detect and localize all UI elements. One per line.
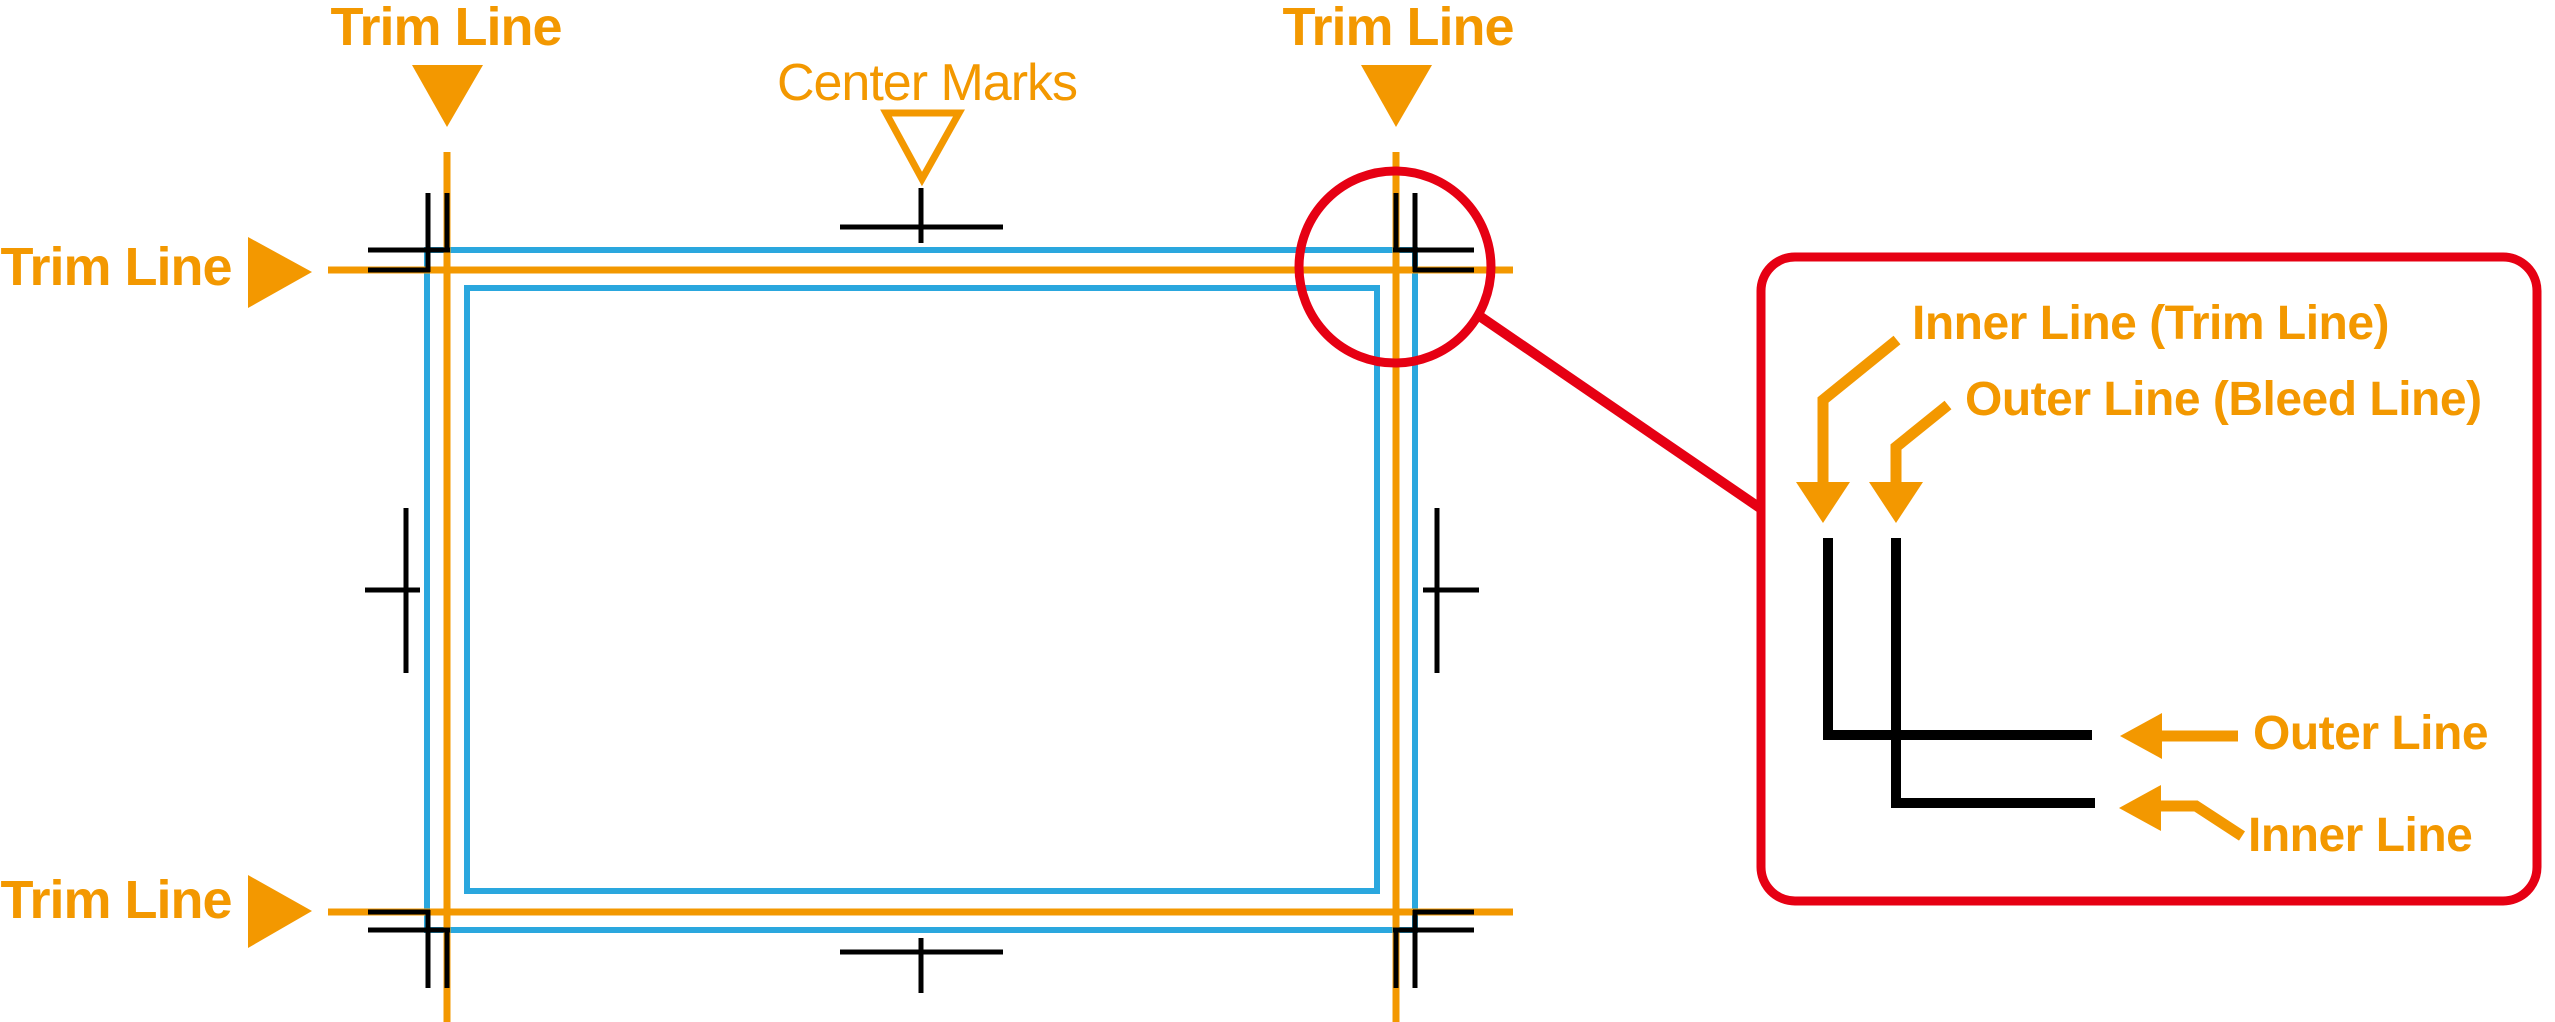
center-mark-right <box>1423 508 1479 673</box>
trim-arrow-right-bottom-left-icon <box>248 875 312 948</box>
callout-inner-line-trim-label: Inner Line (Trim Line) <box>1912 297 2390 350</box>
inner-line-arrow-head-icon <box>1796 482 1850 523</box>
callout-arrows <box>1796 335 2246 841</box>
orange-trim-lines <box>328 152 1513 1022</box>
center-marks-pointer-icon <box>880 109 965 187</box>
trim-arrow-down-top-left-icon <box>412 65 483 127</box>
callout-box <box>1756 252 2542 906</box>
blue-boxes <box>424 247 1418 933</box>
inner-trim-box <box>464 285 1380 894</box>
center-mark-top <box>840 188 1003 243</box>
trim-arrow-down-top-right-icon <box>1361 65 1432 127</box>
inner-line-arrow-shaft <box>1817 335 1901 484</box>
center-mark-left <box>365 508 420 673</box>
zoom-connector-line <box>1475 310 1763 513</box>
callout-inner-line-label: Inner Line <box>2248 809 2473 862</box>
zoom-circle <box>1294 166 1496 368</box>
callout-corner-mark <box>1823 538 2095 808</box>
trim-line-pointers <box>248 65 1432 948</box>
center-mark-bottom <box>840 938 1003 993</box>
corner-mark-top-right <box>1393 193 1474 273</box>
outer-bleed-box <box>424 247 1418 933</box>
corner-mark-bottom-left <box>368 909 450 988</box>
inner-line-left-arrow-shaft <box>2160 800 2246 841</box>
center-marks-label: Center Marks <box>776 54 1078 112</box>
trim-arrow-right-left-icon <box>248 237 312 308</box>
callout-outer-line-label: Outer Line <box>2253 707 2489 760</box>
callout-outer-line-bleed-label: Outer Line (Bleed Line) <box>1965 373 2482 426</box>
outer-line-arrow-head-icon <box>1869 482 1923 523</box>
outer-line-arrow-shaft <box>1890 400 1952 484</box>
inner-line-left-arrow-head-icon <box>2119 785 2161 831</box>
magnifier <box>1294 166 2542 906</box>
corner-mark-bottom-right <box>1393 909 1474 988</box>
trim-line-label-top-left: Trim Line <box>330 0 562 57</box>
outer-line-left-arrow-head-icon <box>2120 713 2162 759</box>
trim-line-label-top-right: Trim Line <box>1282 0 1514 57</box>
trim-line-label-left: Trim Line <box>0 237 232 297</box>
corner-mark-top-left <box>368 193 450 273</box>
trim-line-label-bottom-left: Trim Line <box>0 870 232 930</box>
